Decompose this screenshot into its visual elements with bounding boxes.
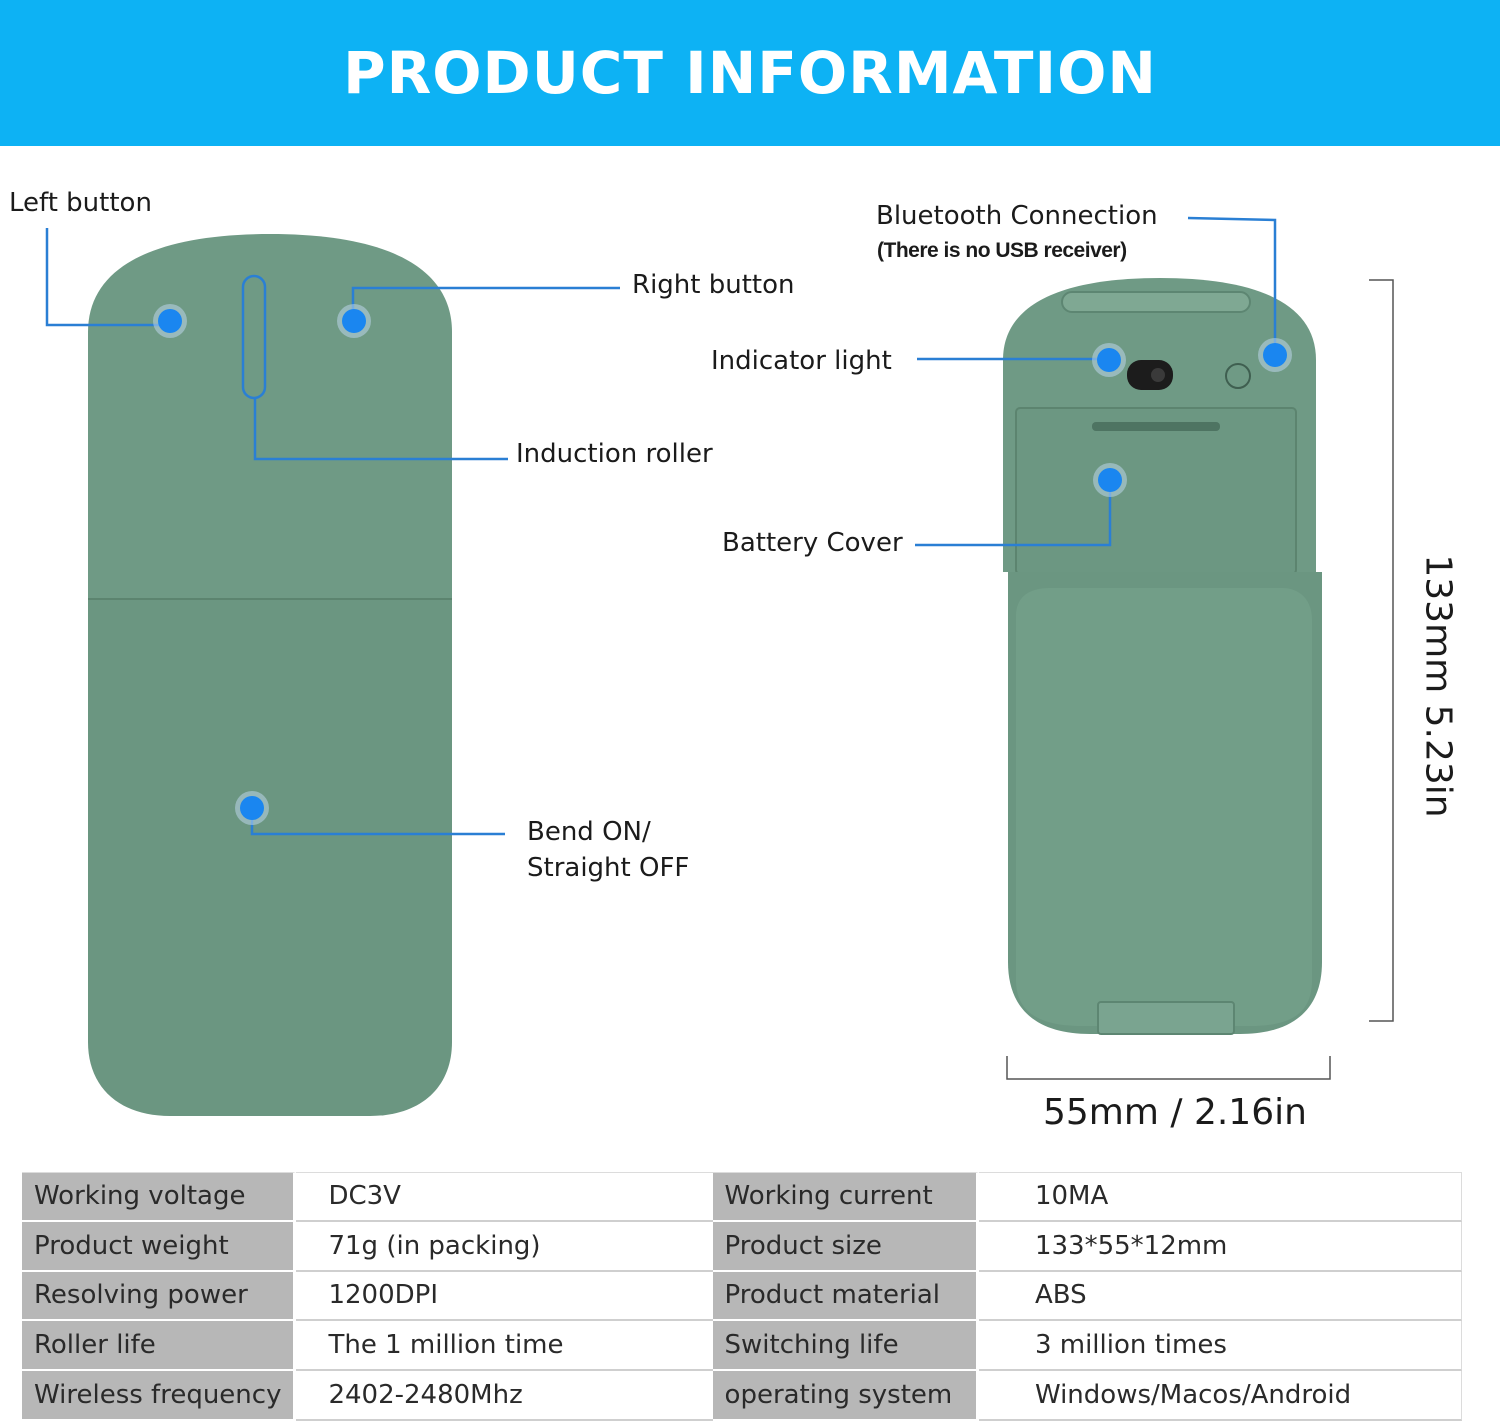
left-button-label: Left button bbox=[9, 188, 152, 218]
table-row: Roller life The 1 million time Switching… bbox=[22, 1321, 1462, 1372]
table-row: Wireless frequency 2402-2480Mhz operatin… bbox=[22, 1371, 1462, 1421]
table-row: Product weight 71g (in packing) Product … bbox=[22, 1221, 1462, 1272]
spec-key: Resolving power bbox=[22, 1271, 297, 1322]
spec-value: Windows/Macos/Android bbox=[978, 1371, 1462, 1421]
spec-table: Working voltage DC3V Working current 10M… bbox=[22, 1172, 1462, 1421]
spec-key: Product material bbox=[712, 1271, 979, 1322]
header-banner: PRODUCT INFORMATION bbox=[0, 0, 1500, 146]
page-title: PRODUCT INFORMATION bbox=[343, 39, 1157, 107]
back-callout-dots bbox=[1092, 338, 1292, 497]
spec-value: 2402-2480Mhz bbox=[296, 1371, 713, 1421]
right-button-label: Right button bbox=[632, 270, 795, 300]
dimension-brackets bbox=[1006, 279, 1394, 1080]
induction-roller-label: Induction roller bbox=[516, 439, 713, 469]
spec-key: Roller life bbox=[22, 1321, 297, 1372]
bend-switch-label-line2: Straight OFF bbox=[527, 853, 690, 883]
spec-key: Product weight bbox=[22, 1221, 297, 1272]
spec-key: operating system bbox=[712, 1371, 979, 1421]
spec-key: Working voltage bbox=[22, 1172, 297, 1222]
spec-value: 10MA bbox=[978, 1172, 1462, 1222]
mouse-back-view bbox=[1003, 278, 1322, 1035]
spec-key: Switching life bbox=[712, 1321, 979, 1372]
spec-value: The 1 million time bbox=[296, 1321, 713, 1372]
spec-key: Wireless frequency bbox=[22, 1371, 297, 1421]
spec-key: Working current bbox=[712, 1172, 979, 1222]
mouse-front-view bbox=[88, 234, 452, 1116]
spec-value: 1200DPI bbox=[296, 1271, 713, 1322]
spec-value: ABS bbox=[978, 1271, 1462, 1322]
spec-value: 133*55*12mm bbox=[978, 1221, 1462, 1272]
spec-value: 71g (in packing) bbox=[296, 1221, 713, 1272]
spec-key: Product size bbox=[712, 1221, 979, 1272]
back-callout-lines bbox=[915, 216, 1277, 547]
spec-value: 3 million times bbox=[978, 1321, 1462, 1372]
spec-value: DC3V bbox=[296, 1172, 713, 1222]
table-row: Working voltage DC3V Working current 10M… bbox=[22, 1172, 1462, 1222]
bluetooth-note: (There is no USB receiver) bbox=[877, 239, 1127, 262]
bend-switch-label-line1: Bend ON/ bbox=[527, 817, 651, 847]
table-row: Resolving power 1200DPI Product material… bbox=[22, 1271, 1462, 1322]
height-dimension: 133mm 5.23in bbox=[1417, 554, 1459, 818]
width-dimension: 55mm / 2.16in bbox=[1043, 1092, 1307, 1133]
front-callout-dots bbox=[153, 304, 371, 825]
bluetooth-label: Bluetooth Connection bbox=[876, 201, 1158, 231]
indicator-light-label: Indicator light bbox=[711, 346, 892, 376]
battery-cover-label: Battery Cover bbox=[722, 528, 903, 558]
